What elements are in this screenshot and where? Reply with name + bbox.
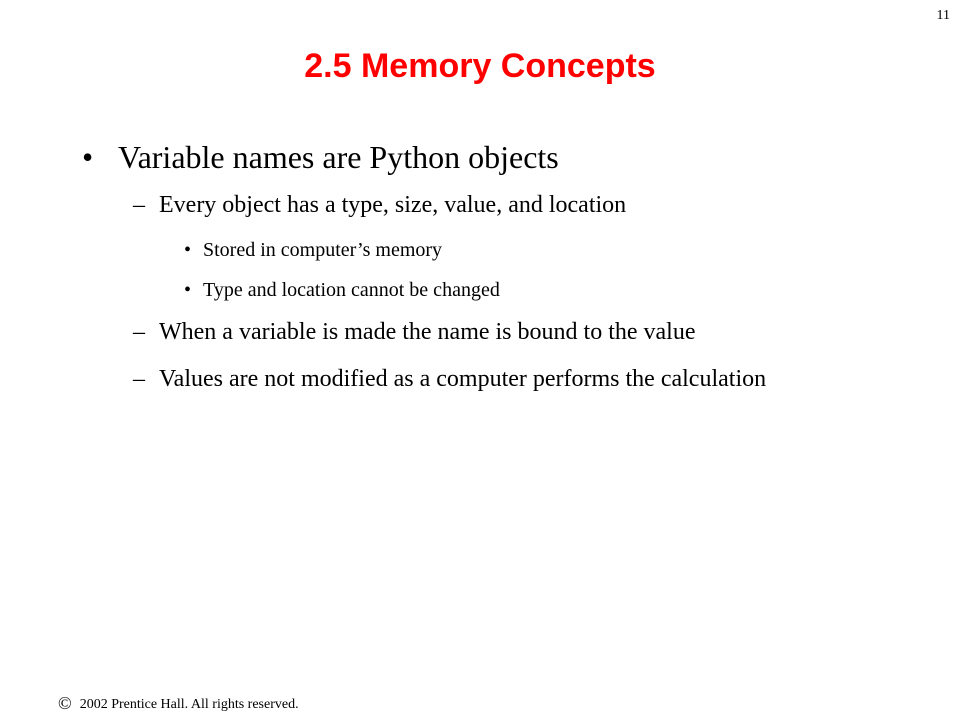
sub-bullet-text: When a variable is made the name is boun… bbox=[159, 319, 696, 345]
dash-marker: – bbox=[133, 366, 145, 392]
slide-number: 11 bbox=[936, 8, 950, 23]
bullet-variable-names: • Variable names are Python objects bbox=[0, 136, 960, 178]
sub-bullet-values-unmodified: – Values are not modified as a computer … bbox=[0, 364, 819, 395]
copyright-icon: © bbox=[58, 693, 72, 713]
bullet-list: • Variable names are Python objects – Ev… bbox=[0, 136, 960, 411]
bullet-text: Variable names are Python objects bbox=[118, 139, 559, 175]
sub-bullet-binding: – When a variable is made the name is bo… bbox=[0, 317, 819, 348]
sub-bullet-object-properties: – Every object has a type, size, value, … bbox=[0, 190, 819, 221]
copyright-footer: © 2002 Prentice Hall. All rights reserved… bbox=[58, 694, 299, 714]
dash-marker: – bbox=[133, 319, 145, 345]
sub-sub-bullet-type-location: • Type and location cannot be changed bbox=[0, 277, 960, 303]
sub-bullet-text: Values are not modified as a computer pe… bbox=[159, 366, 767, 392]
bullet-marker: • bbox=[184, 239, 192, 261]
bullet-marker: • bbox=[184, 279, 192, 301]
dash-marker: – bbox=[133, 192, 145, 218]
slide-title: 2.5 Memory Concepts bbox=[304, 47, 656, 85]
sub-sub-bullet-text: Stored in computer’s memory bbox=[203, 239, 443, 261]
sub-sub-bullet-text: Type and location cannot be changed bbox=[203, 279, 500, 301]
bullet-marker: • bbox=[82, 139, 94, 175]
sub-bullet-text: Every object has a type, size, value, an… bbox=[159, 192, 627, 218]
sub-sub-bullet-memory: • Stored in computer’s memory bbox=[0, 237, 960, 263]
copyright-text: 2002 Prentice Hall. All rights reserved. bbox=[79, 697, 299, 712]
